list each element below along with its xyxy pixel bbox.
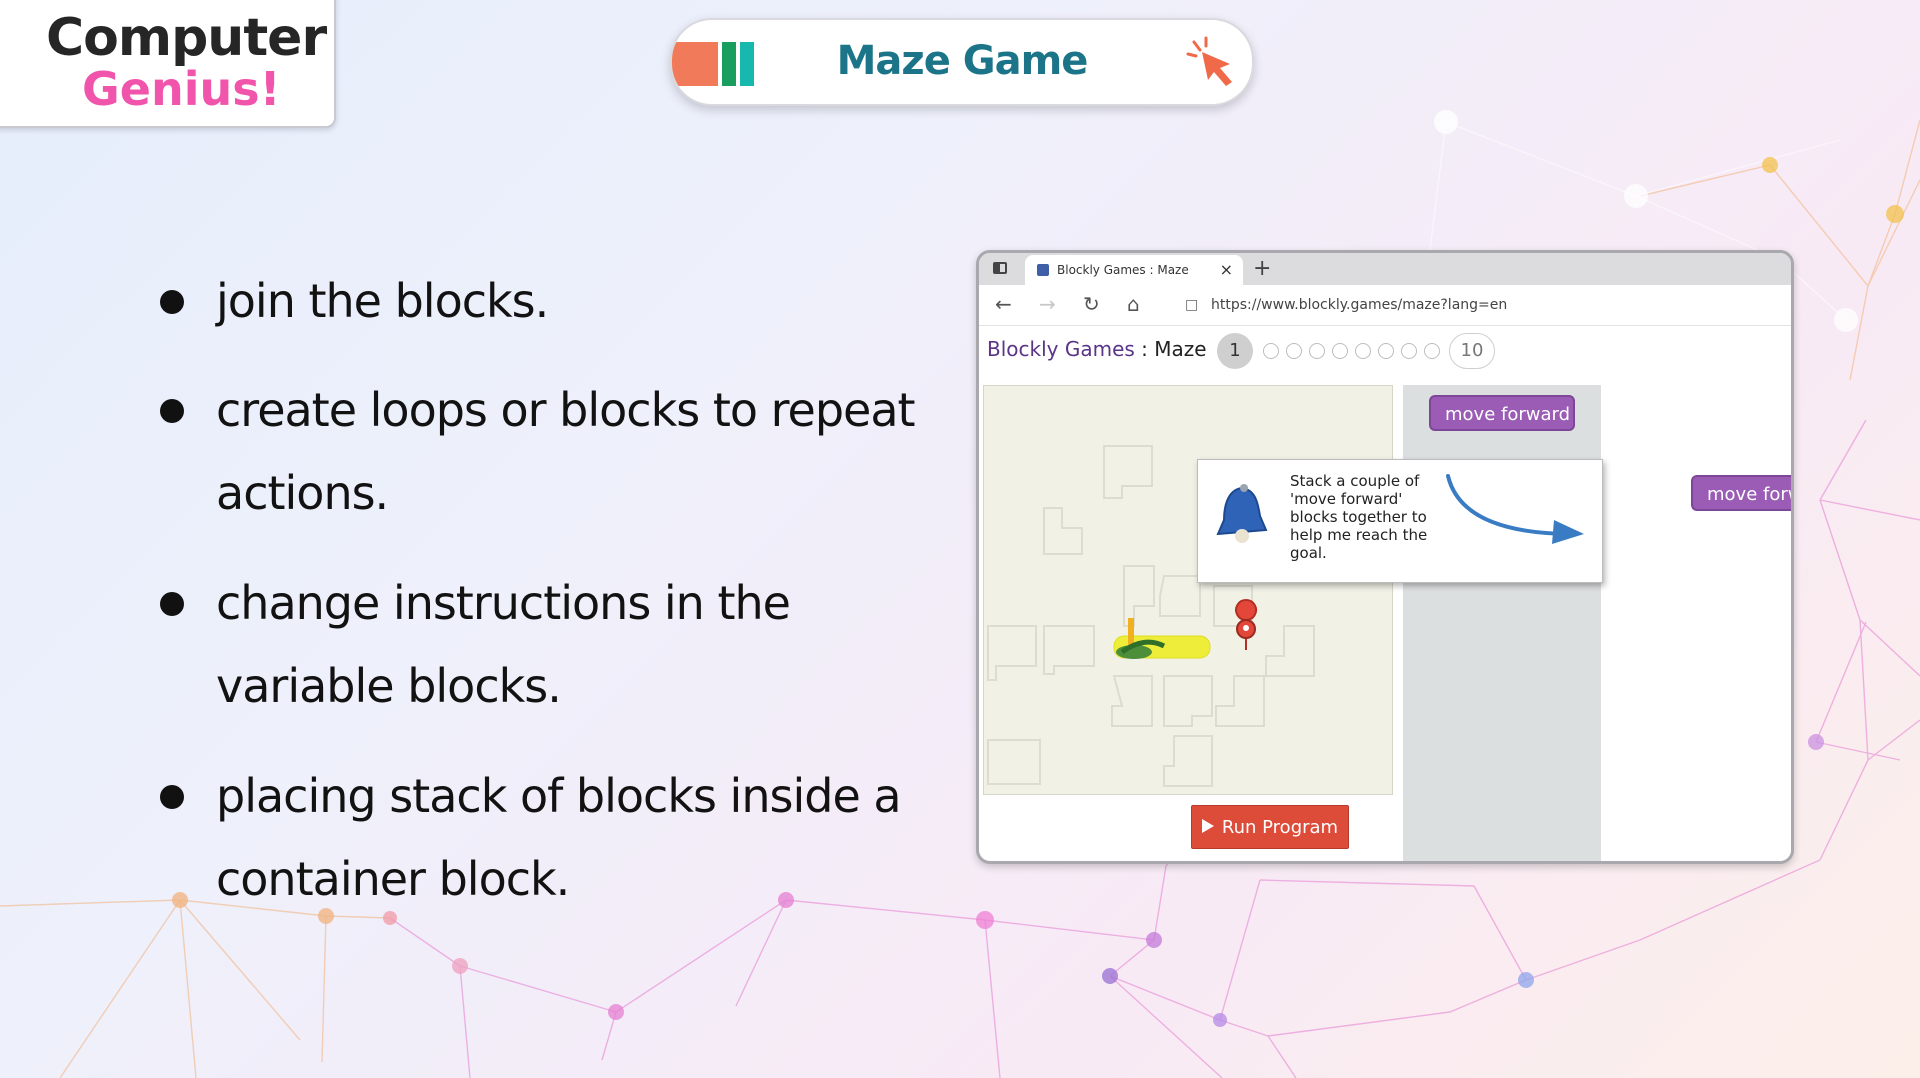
banner-color-bar	[740, 42, 754, 86]
tab-title: Blockly Games : Maze	[1057, 263, 1189, 277]
run-program-label: Run Program	[1221, 817, 1339, 838]
run-program-button[interactable]: Run Program	[1191, 805, 1349, 849]
reload-icon[interactable]: ↻	[1083, 292, 1100, 316]
bullet-text: placing stack of blocks inside a contain…	[216, 769, 902, 906]
new-tab-icon[interactable]: +	[1253, 256, 1272, 281]
pegman-start-icon	[1116, 618, 1166, 659]
banner-color-bar	[672, 42, 718, 86]
maze-grid	[987, 445, 1315, 787]
level-dot[interactable]	[1378, 343, 1394, 359]
bullet-text: change instructions in the variable bloc…	[216, 576, 791, 713]
url-field[interactable]: https://www.blockly.games/maze?lang=en	[1211, 297, 1508, 313]
move-forward-block-workspace[interactable]: move forward	[1691, 475, 1791, 511]
blockly-toolbox[interactable]	[1403, 385, 1601, 861]
level-dot[interactable]	[1332, 343, 1348, 359]
bullet-dot	[160, 290, 184, 314]
level-current-badge[interactable]: 1	[1217, 333, 1253, 369]
back-arrow-icon[interactable]: ←	[995, 292, 1012, 316]
browser-tab-bar: Blockly Games : Maze × +	[979, 253, 1791, 285]
goal-marker-icon	[1235, 599, 1258, 650]
sidebar-toggle-icon[interactable]	[993, 262, 1007, 274]
blockly-header: Blockly Games : Maze 1 10	[979, 325, 1791, 375]
hint-text: Stack a couple of 'move forward' blocks …	[1290, 472, 1428, 562]
maze-board	[983, 385, 1393, 795]
bullet-dot	[160, 399, 184, 423]
level-last-badge[interactable]: 10	[1449, 333, 1495, 369]
forward-arrow-icon[interactable]: →	[1039, 292, 1056, 316]
hint-bubble: Stack a couple of 'move forward' blocks …	[1197, 459, 1603, 583]
app-title-page: Maze	[1154, 337, 1207, 361]
click-cursor-icon	[1186, 36, 1232, 86]
play-icon	[1201, 819, 1214, 833]
logo-text-genius: Genius!	[82, 62, 281, 116]
lock-icon[interactable]: □	[1185, 297, 1199, 313]
tab-close-icon[interactable]: ×	[1219, 260, 1233, 279]
bullet-text: join the blocks.	[216, 274, 549, 328]
bullet-dot	[160, 592, 184, 616]
blockly-favicon-icon	[1037, 264, 1049, 276]
computer-genius-logo: Computer Genius!	[0, 0, 336, 128]
move-forward-block-toolbox[interactable]: move forward	[1429, 395, 1575, 431]
browser-screenshot: Blockly Games : Maze × + ← → ↻ ⌂ □ https…	[976, 250, 1794, 864]
level-dot[interactable]	[1401, 343, 1417, 359]
page-title: Maze Game	[836, 38, 1089, 84]
level-dot[interactable]	[1355, 343, 1371, 359]
title-banner: Maze Game	[670, 18, 1254, 106]
address-bar: ← → ↻ ⌂ □ https://www.blockly.games/maze…	[979, 285, 1791, 326]
bullet-text: create loops or blocks to repeat actions…	[216, 383, 916, 520]
banner-color-bar	[722, 42, 736, 86]
bell-icon	[1216, 484, 1268, 543]
curved-arrow-icon	[1446, 474, 1584, 544]
app-title-separator: :	[1134, 337, 1155, 361]
blockly-workspace[interactable]	[1601, 385, 1791, 861]
home-icon[interactable]: ⌂	[1127, 292, 1140, 316]
browser-tab[interactable]: Blockly Games : Maze ×	[1025, 255, 1243, 285]
app-title-name[interactable]: Blockly Games	[987, 337, 1135, 361]
level-dot[interactable]	[1263, 343, 1279, 359]
level-dot[interactable]	[1309, 343, 1325, 359]
level-dot[interactable]	[1424, 343, 1440, 359]
app-title: Blockly Games : Maze	[987, 337, 1207, 361]
bullet-dot	[160, 785, 184, 809]
logo-text-computer: Computer	[46, 8, 327, 68]
level-dot[interactable]	[1286, 343, 1302, 359]
